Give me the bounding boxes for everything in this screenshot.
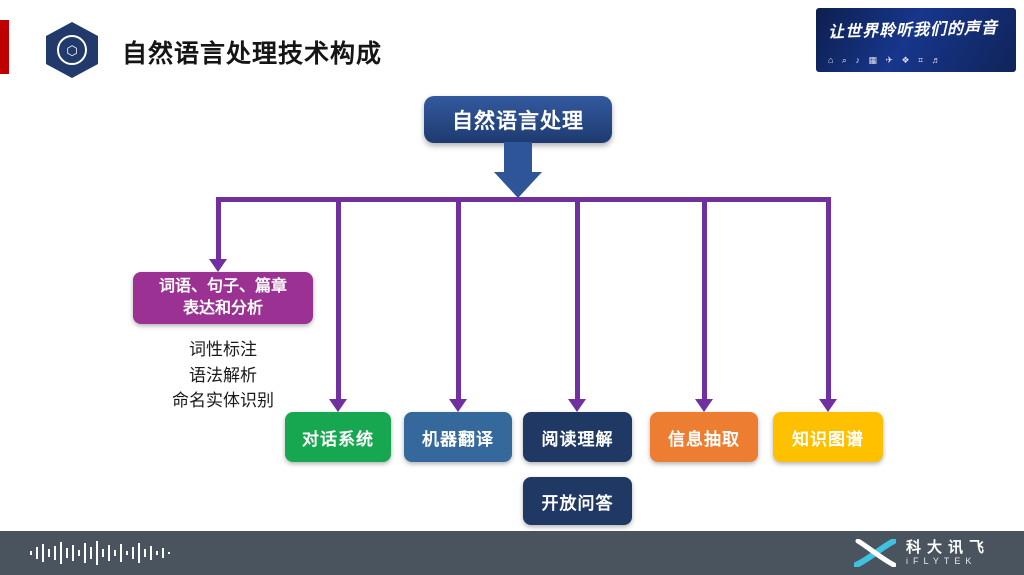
branch-arrow-icon [329, 399, 347, 412]
branch-arrow-icon [819, 399, 837, 412]
iflytek-emblem-icon: ⬡ [46, 22, 98, 78]
node-label-line2: 表达和分析 [182, 300, 263, 317]
node-representation-analysis: 词语、句子、篇章 表达和分析 [133, 272, 313, 324]
node-knowledge-graph: 知识图谱 [773, 412, 883, 462]
branch-line [702, 197, 707, 399]
brand-name-en: iFLYTEK [905, 556, 977, 567]
brand-text: 科大讯飞 iFLYTEK [906, 539, 990, 567]
branch-line [216, 197, 221, 259]
branch-arrow-icon [568, 399, 586, 412]
branch-line [826, 197, 831, 399]
footer-bar: 科大讯飞 iFLYTEK [0, 531, 1024, 575]
branch-arrow-icon [695, 399, 713, 412]
banner-icons-row: ⌂ ⌕ ♪ ▦ ✈ ❖ ⌗ ♬ [828, 55, 944, 65]
page-title: 自然语言处理技术构成 [122, 40, 383, 68]
branch-arrow-icon [209, 259, 227, 272]
node-dialogue-system: 对话系统 [285, 412, 391, 462]
branch-arrow-icon [449, 399, 467, 412]
node-label-line1: 词语、句子、篇章 [158, 278, 287, 296]
down-arrow-icon [494, 172, 542, 198]
node-open-qa: 开放问答 [523, 477, 632, 525]
down-arrow-shaft [504, 142, 532, 174]
branch-line [456, 197, 461, 399]
note-item: 命名实体识别 [172, 391, 274, 410]
node-information-extraction: 信息抽取 [650, 412, 758, 462]
analysis-notes: 词性标注 语法解析 命名实体识别 [133, 337, 313, 414]
title-accent-bar [0, 20, 9, 74]
audio-waveform-icon [30, 541, 170, 565]
footer-brand: 科大讯飞 iFLYTEK [853, 539, 990, 567]
note-item: 词性标注 [189, 340, 257, 359]
branch-horizontal-line [216, 197, 831, 202]
brand-name-cn: 科大讯飞 [905, 539, 990, 557]
root-node: 自然语言处理 [424, 96, 612, 143]
iflytek-x-logo-icon [853, 539, 896, 567]
branch-line [575, 197, 580, 399]
node-reading-comprehension: 阅读理解 [523, 412, 632, 462]
note-item: 语法解析 [189, 365, 257, 385]
banner-slogan: 让世界聆听我们的声音 [827, 17, 999, 42]
emblem-circle-icon: ⬡ [57, 35, 87, 65]
brand-banner: 让世界聆听我们的声音 ⌂ ⌕ ♪ ▦ ✈ ❖ ⌗ ♬ [816, 8, 1016, 72]
node-machine-translation: 机器翻译 [404, 412, 512, 462]
branch-line [336, 197, 341, 399]
